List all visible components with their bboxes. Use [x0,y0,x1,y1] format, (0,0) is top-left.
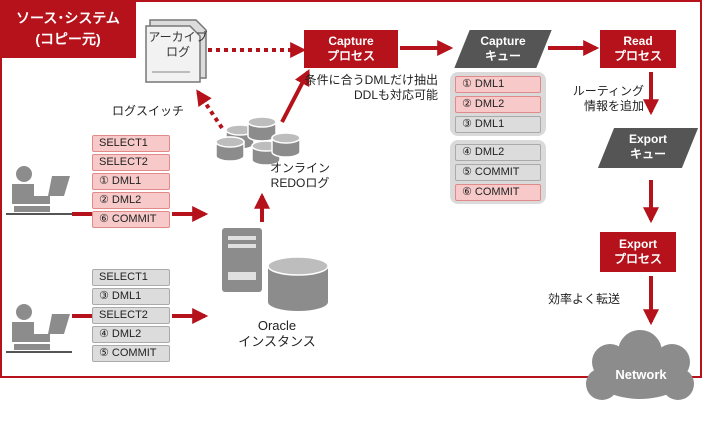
capture-queue-group1-item: ① DML1 [455,76,541,93]
export-queue-line1: Export [628,132,667,146]
capture-note: 条件に合うDMLだけ抽出 DDLも対応可能 [272,73,438,103]
export-queue-box: Export キュー [606,128,690,168]
redo-to-capture-arrow [280,69,310,123]
export-process-line1: Export [618,237,657,251]
user2-transaction-item: ③ DML1 [92,288,170,305]
oracle-instance-label: Oracle インスタンス [222,318,332,350]
capture-process-line1: Capture [328,34,374,48]
user2-transaction-item: SELECT2 [92,307,170,324]
online-redo-log-icon [215,116,301,166]
user2-transaction-item: ⑤ COMMIT [92,345,170,362]
capture-queue-group1-item: ③ DML1 [455,116,541,133]
oracle-line1: Oracle [257,318,297,333]
user1-transaction-item: ② DML2 [92,192,170,209]
export-queue-line2: キュー [629,147,666,161]
routing-note-line1: ルーティング [572,84,644,98]
capture-queue-group2-item: ④ DML2 [455,144,541,161]
user1-transaction-item: ⑥ COMMIT [92,211,170,228]
source-system-header: ソース･システム (コピー元) [0,0,136,58]
capture-queue-group1-item: ② DML2 [455,96,541,113]
network-label: Network [615,367,667,382]
capture-queue-line2: キュー [484,49,521,63]
user1-transaction-item: SELECT1 [92,135,170,152]
read-process-line2: プロセス [613,49,662,63]
archive-log-icon [145,19,207,83]
user2-transaction-item: ④ DML2 [92,326,170,343]
archive-log-line2: ログ [165,45,190,59]
capture-queue-group2-item: ⑤ COMMIT [455,164,541,181]
oracle-line2: インスタンス [238,334,316,349]
capture-queue-line1: Capture [480,34,526,48]
read-process-box: Read プロセス [600,30,676,68]
read-process-line1: Read [623,34,653,48]
oracle-server-icon [222,228,262,292]
header-title: ソース･システム [16,10,120,26]
transfer-note: 効率よく転送 [548,292,621,306]
online-redo-label: オンライン REDOログ [260,161,340,191]
oracle-database-icon [267,256,329,311]
archive-log-line1: アーカイブ [148,30,208,44]
user1-transaction-item: ① DML1 [92,173,170,190]
capture-note-line2: DDLも対応可能 [353,88,438,102]
routing-note: ルーティング 情報を追加 [552,84,644,114]
capture-queue-group2-item: ⑥ COMMIT [455,184,541,201]
user1-transaction-item: SELECT2 [92,154,170,171]
archive-log-label: アーカイブ ログ [140,30,216,60]
user1-icon [12,166,70,212]
capture-process-line2: プロセス [326,49,375,63]
routing-note-line2: 情報を追加 [583,99,644,113]
log-switch-arrow [196,89,224,130]
capture-queue-box: Capture キュー [462,30,544,68]
network-cloud-icon [586,330,694,400]
online-redo-line1: オンライン [269,161,330,175]
header-subtitle: (コピー元) [35,31,101,47]
user2-transaction-item: SELECT1 [92,269,170,286]
online-redo-line2: REDOログ [270,176,330,190]
export-process-line2: プロセス [613,252,662,266]
source-system-frame [0,0,702,378]
export-process-box: Export プロセス [600,232,676,272]
capture-process-box: Capture プロセス [304,30,398,68]
capture-note-line1: 条件に合うDMLだけ抽出 [304,73,438,87]
log-switch-label: ログスイッチ [112,104,185,118]
user2-icon [12,304,70,350]
